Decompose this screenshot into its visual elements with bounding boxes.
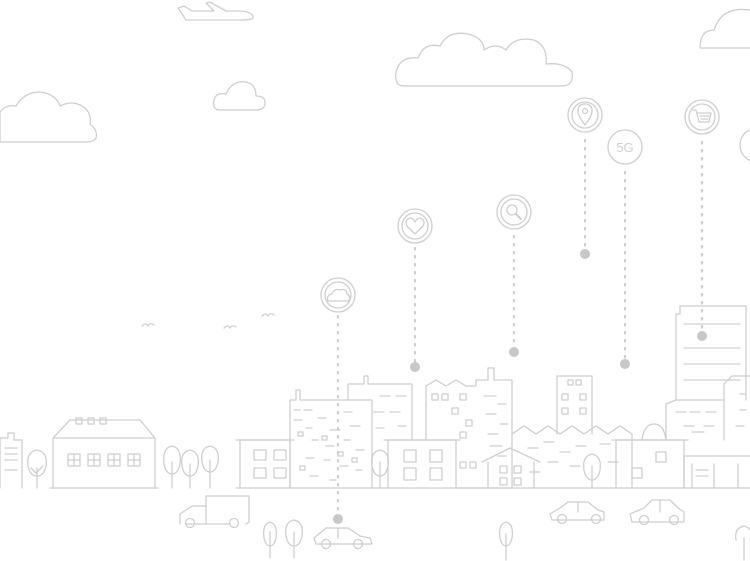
building — [611, 423, 689, 489]
building — [665, 375, 750, 489]
pin-cloud — [320, 277, 356, 514]
building — [511, 425, 633, 489]
cart-icon — [692, 109, 712, 123]
tower-building — [675, 305, 747, 401]
tree — [583, 453, 601, 489]
pin-location — [567, 97, 603, 252]
cloud-small — [212, 81, 266, 111]
truck-icon — [179, 495, 250, 529]
search-icon — [506, 204, 518, 216]
pin-5g — [607, 129, 643, 362]
marker-dot — [580, 249, 590, 259]
building — [235, 439, 295, 489]
marker-dot — [620, 359, 630, 369]
bird-icon — [261, 313, 275, 317]
5g-icon: 5G — [616, 140, 633, 155]
tree-group — [262, 519, 750, 561]
marker-dot — [697, 331, 707, 341]
cloud-top-right — [699, 8, 750, 49]
building — [289, 389, 373, 489]
pin-heart — [397, 208, 433, 364]
car-icon — [549, 501, 605, 525]
building — [49, 417, 159, 489]
tree — [371, 449, 389, 489]
cloud-icon — [326, 288, 351, 302]
bird-icon — [223, 325, 237, 329]
marker-dot — [509, 347, 519, 357]
location-icon — [577, 103, 593, 126]
building — [425, 367, 513, 489]
heart-icon — [405, 217, 425, 235]
cloud-center-large — [395, 32, 573, 87]
marker-dot — [410, 362, 420, 372]
cloud-left — [0, 91, 98, 143]
building — [383, 439, 461, 489]
pin-partial — [739, 128, 750, 162]
building — [347, 375, 413, 441]
airplane-icon — [177, 1, 254, 21]
pin-cart — [684, 99, 720, 334]
car-icon — [629, 499, 685, 526]
marker-dot — [333, 514, 343, 524]
building — [0, 432, 23, 489]
house — [481, 447, 541, 489]
tree — [27, 449, 47, 489]
bird-icon — [141, 323, 155, 327]
tree-group — [163, 445, 219, 489]
car-icon — [313, 527, 373, 550]
building — [556, 375, 593, 435]
pin-search — [496, 194, 532, 350]
